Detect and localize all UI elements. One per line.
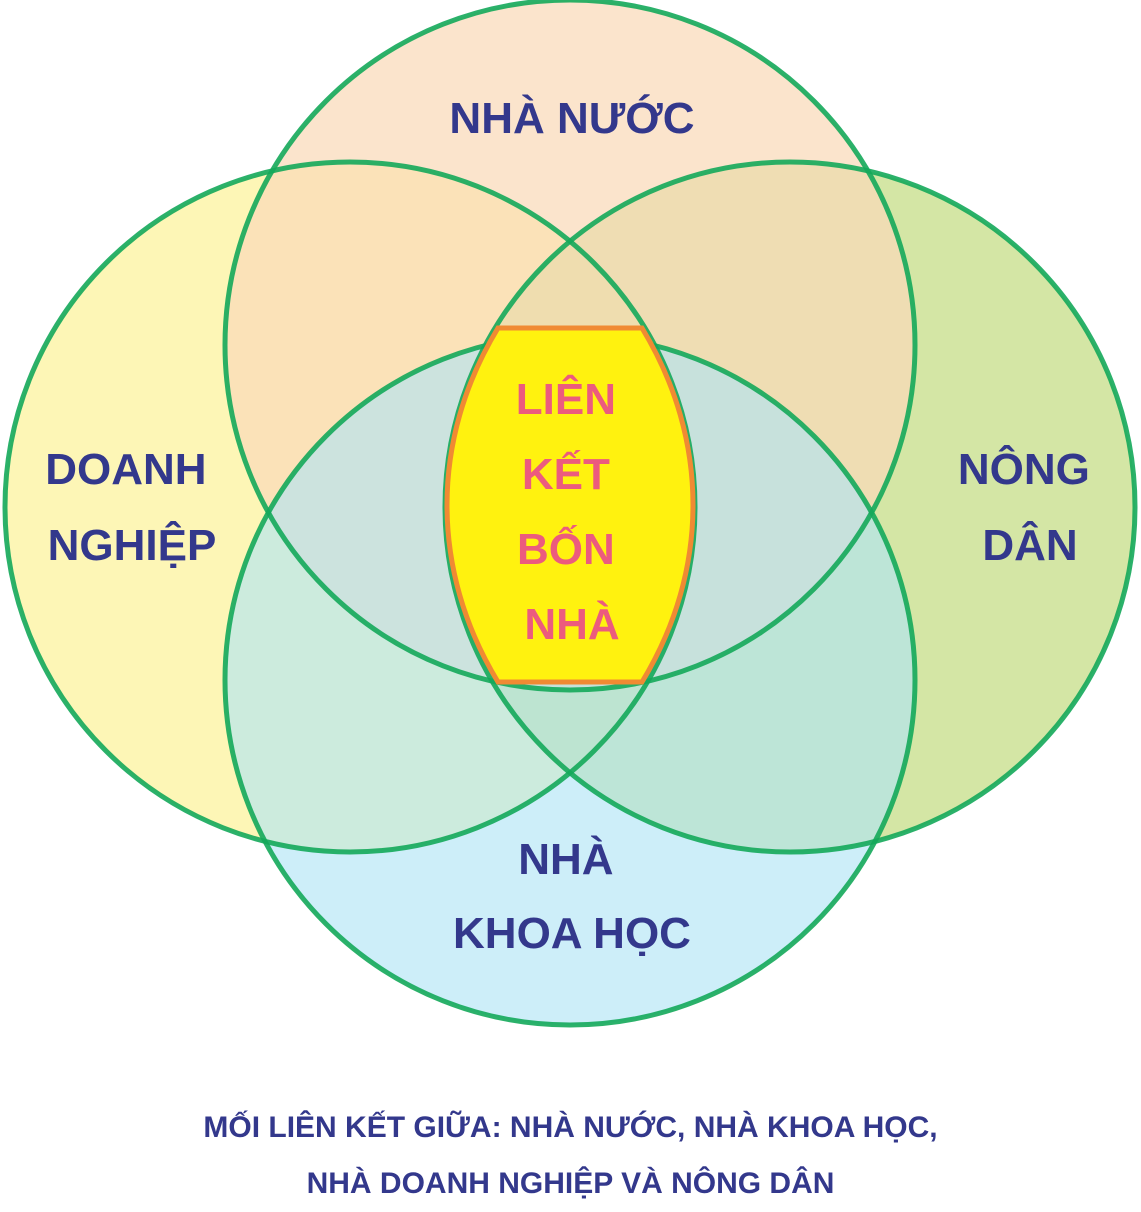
caption-line-1: MỐI LIÊN KẾT GIỮA: NHÀ NƯỚC, NHÀ KHOA HỌ… (203, 1111, 938, 1144)
center-region (444, 325, 696, 685)
label-lien-ket-bon-nha: LIÊN KẾT BỐN NHÀ (516, 374, 628, 649)
label-nong-dan: NÔNG DÂN (958, 443, 1102, 570)
venn-diagram: NHÀ NƯỚC DOANH NGHIỆP NÔNG DÂN NHÀ KHOA … (2, 0, 1138, 1028)
center-label-line-1: LIÊN (516, 374, 616, 424)
circle-outline-nha-nuoc (222, 0, 918, 693)
label-nha-nuoc-line-1: NHÀ NƯỚC (449, 93, 694, 143)
label-nong-dan-line-2: DÂN (982, 520, 1077, 570)
label-doanh-nghiep-line-2: NGHIỆP (48, 520, 217, 570)
label-doanh-nghiep-line-1: DOANH (45, 445, 206, 494)
label-nha-khoa-hoc-line-1: NHÀ (518, 834, 613, 884)
label-nong-dan-line-1: NÔNG (958, 443, 1090, 494)
label-nha-khoa-hoc-line-2: KHOA HỌC (453, 909, 691, 958)
center-label-line-2: KẾT (522, 449, 610, 499)
label-nha-nuoc: NHÀ NƯỚC (449, 93, 694, 143)
label-doanh-nghiep: DOANH NGHIỆP (45, 445, 219, 570)
center-label-line-4: NHÀ (524, 599, 619, 649)
center-label-line-3: BỐN (517, 523, 615, 574)
label-nha-khoa-hoc: NHÀ KHOA HỌC (453, 834, 691, 958)
caption-line-2: NHÀ DOANH NGHIỆP VÀ NÔNG DÂN (306, 1167, 835, 1200)
